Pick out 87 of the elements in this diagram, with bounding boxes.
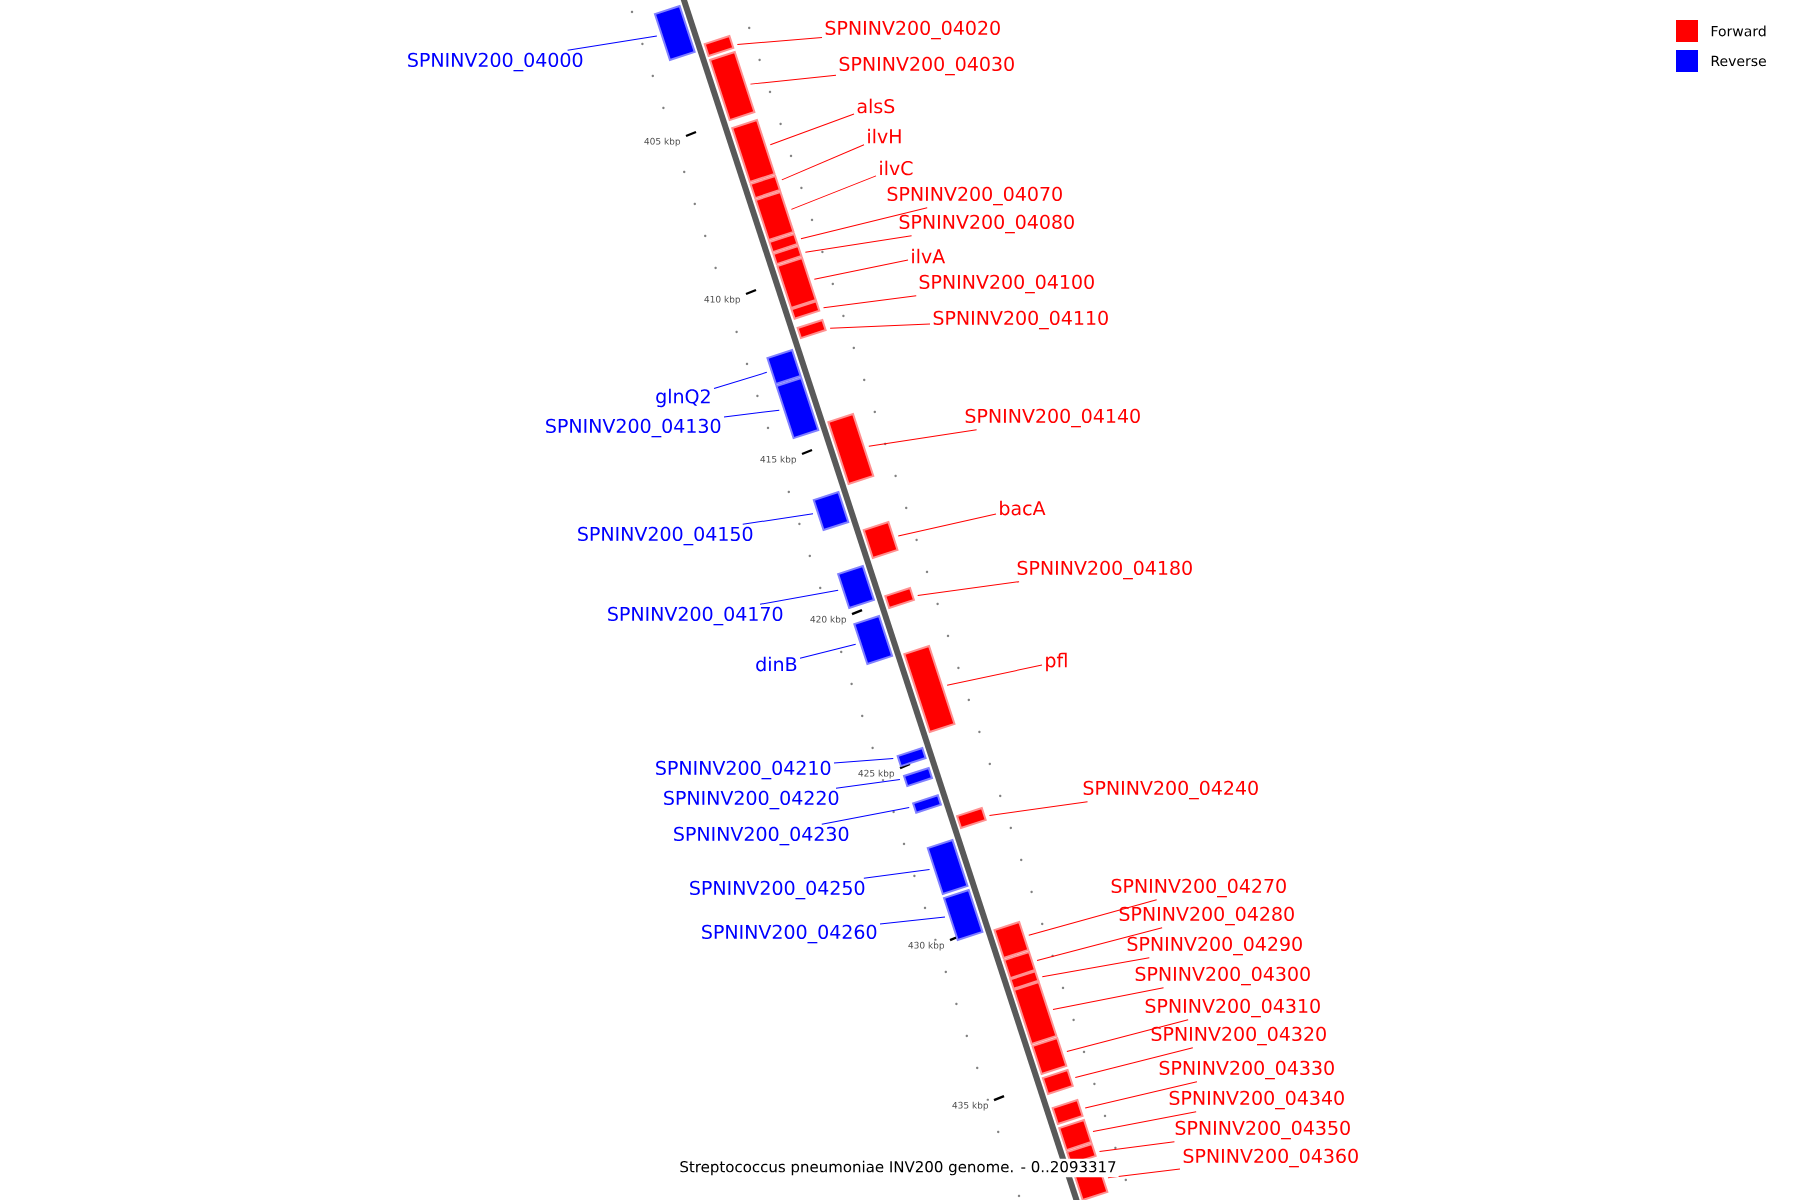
leader-line: [1028, 899, 1158, 936]
gene-block: [768, 232, 799, 254]
leader-line: [1107, 1168, 1181, 1179]
gene-label: alsS: [857, 98, 895, 114]
gene-label: ilvA: [912, 248, 946, 264]
leader-line: [1036, 927, 1163, 961]
gene-block: [896, 746, 927, 768]
leader-line: [713, 371, 768, 390]
gene-label: pfl: [1046, 652, 1067, 672]
gene-label: SPNINV200_04350: [1175, 1120, 1350, 1140]
gene-label: SPNINV200_04140: [965, 408, 1140, 428]
gene-label: SPNINV200_04170: [608, 606, 783, 626]
gene-label: SPNINV200_04270: [1111, 878, 1286, 898]
leader-line: [1099, 1141, 1175, 1153]
leader-line: [1092, 1111, 1197, 1133]
leader-line: [1066, 1019, 1189, 1052]
leader-line: [879, 916, 946, 925]
leader-line: [800, 207, 928, 240]
gene-label: dinB: [756, 656, 797, 672]
leader-line: [781, 144, 865, 181]
leader-line: [868, 429, 978, 447]
gene-block: [1051, 1098, 1084, 1126]
leader-line: [1074, 1047, 1194, 1079]
leader-line: [1084, 1081, 1198, 1109]
gene-block: [926, 838, 969, 896]
leader-line: [742, 513, 814, 525]
gene-label: glnQ2: [656, 388, 710, 408]
leader-line: [790, 175, 877, 210]
leader-line: [799, 643, 857, 659]
gene-label: SPNINV200_04130: [546, 418, 721, 438]
leader-line: [813, 259, 909, 280]
leader-line: [804, 235, 913, 253]
gene-block: [766, 348, 802, 386]
leader-line: [567, 35, 658, 51]
gene-block: [1058, 1118, 1093, 1152]
gene-label: SPNINV200_04030: [839, 56, 1014, 76]
gene-label: SPNINV200_04280: [1119, 906, 1294, 926]
gene-label: SPNINV200_04300: [1135, 966, 1310, 986]
gene-block: [772, 244, 803, 266]
gene-label: SPNINV200_04070: [887, 186, 1062, 206]
leader-line: [833, 757, 894, 764]
gene-block: [653, 4, 696, 62]
leader-line: [946, 664, 1043, 686]
gene-label: SPNINV200_04020: [825, 20, 1000, 40]
gene-label: SPNINV200_04150: [578, 526, 753, 546]
leader-line: [769, 113, 855, 146]
leader-line: [736, 37, 823, 45]
leader-line: [1052, 987, 1164, 1010]
gene-label: SPNINV200_04320: [1151, 1026, 1326, 1046]
gene-label: SPNINV200_04110: [933, 310, 1108, 330]
gene-label: ilvH: [868, 128, 901, 144]
gene-label: SPNINV200_04310: [1145, 998, 1320, 1018]
gene-label: SPNINV200_04240: [1083, 780, 1258, 800]
gene-block: [993, 920, 1030, 960]
gene-label: SPNINV200_04260: [702, 924, 877, 944]
gene-label: SPNINV200_04100: [919, 274, 1094, 294]
gene-block: [812, 490, 850, 532]
leader-line: [821, 806, 910, 825]
leader-line: [835, 779, 901, 789]
leader-line: [829, 323, 931, 329]
gene-label: SPNINV200_04220: [664, 790, 839, 810]
leader-line: [723, 409, 780, 418]
leader-line: [917, 581, 1020, 597]
gene-block: [827, 412, 875, 486]
gene-label: SPNINV200_04000: [408, 52, 583, 72]
gene-block: [796, 318, 827, 340]
gene-label: SPNINV200_04180: [1017, 560, 1192, 580]
leader-line: [863, 868, 931, 879]
leader-line: [1041, 957, 1150, 978]
leader-line: [988, 801, 1089, 816]
gene-label: SPNINV200_04230: [674, 826, 849, 846]
gene-block: [1031, 1036, 1068, 1076]
gene-label: SPNINV200_04250: [690, 880, 865, 900]
gene-label: SPNINV200_04210: [656, 760, 831, 780]
gene-label: SPNINV200_04290: [1127, 936, 1302, 956]
gene-label: SPNINV200_04360: [1183, 1148, 1358, 1168]
gene-label: SPNINV200_04340: [1169, 1090, 1344, 1110]
gene-label: SPNINV200_04080: [899, 214, 1074, 234]
gene-label: SPNINV200_04330: [1159, 1060, 1334, 1080]
leader-line: [897, 513, 997, 537]
gene-label: ilvC: [880, 160, 913, 176]
gene-block: [955, 806, 987, 830]
leader-line: [823, 295, 917, 309]
leader-line: [749, 74, 837, 85]
gene-label: bacA: [1000, 500, 1046, 516]
gene-block: [703, 34, 735, 58]
leader-line: [759, 589, 839, 605]
